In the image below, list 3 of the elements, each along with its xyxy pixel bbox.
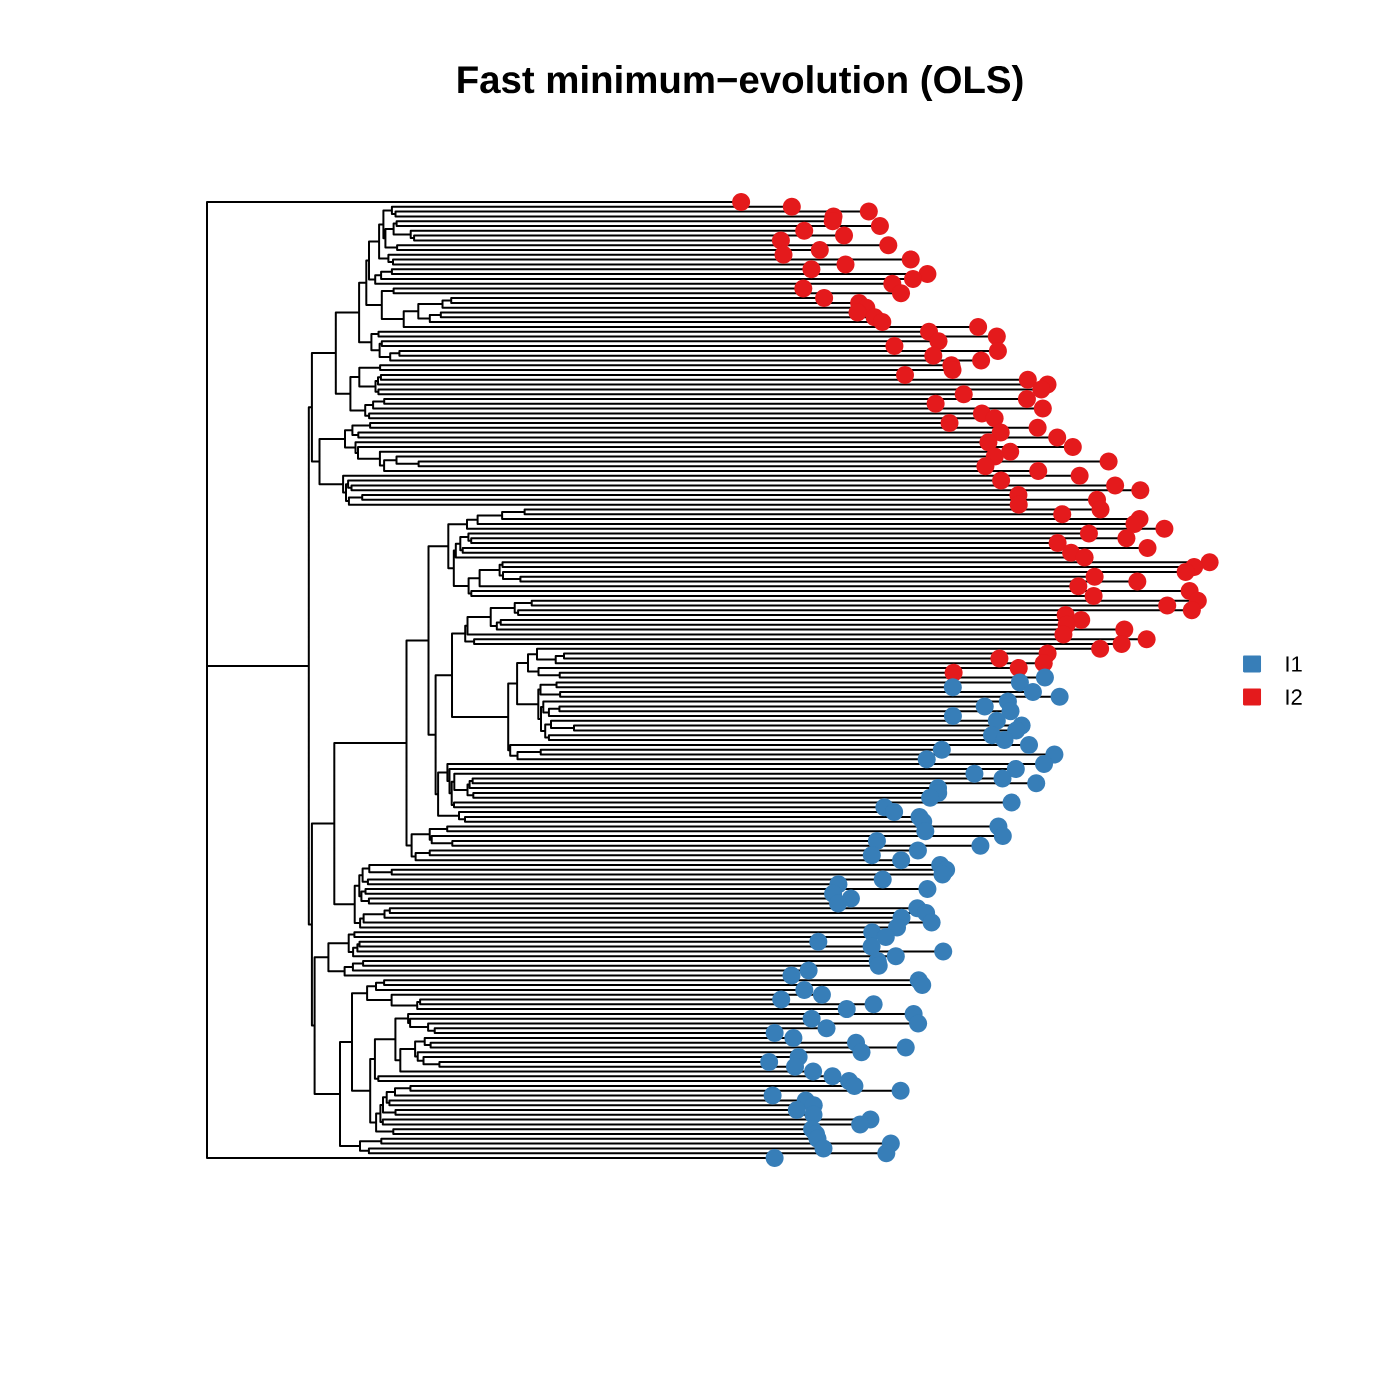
title: Fast minimum−evolution (OLS) [458, 65, 1023, 101]
legend-label: I1 [1286, 656, 1302, 672]
legend-label: I2 [1286, 689, 1302, 705]
